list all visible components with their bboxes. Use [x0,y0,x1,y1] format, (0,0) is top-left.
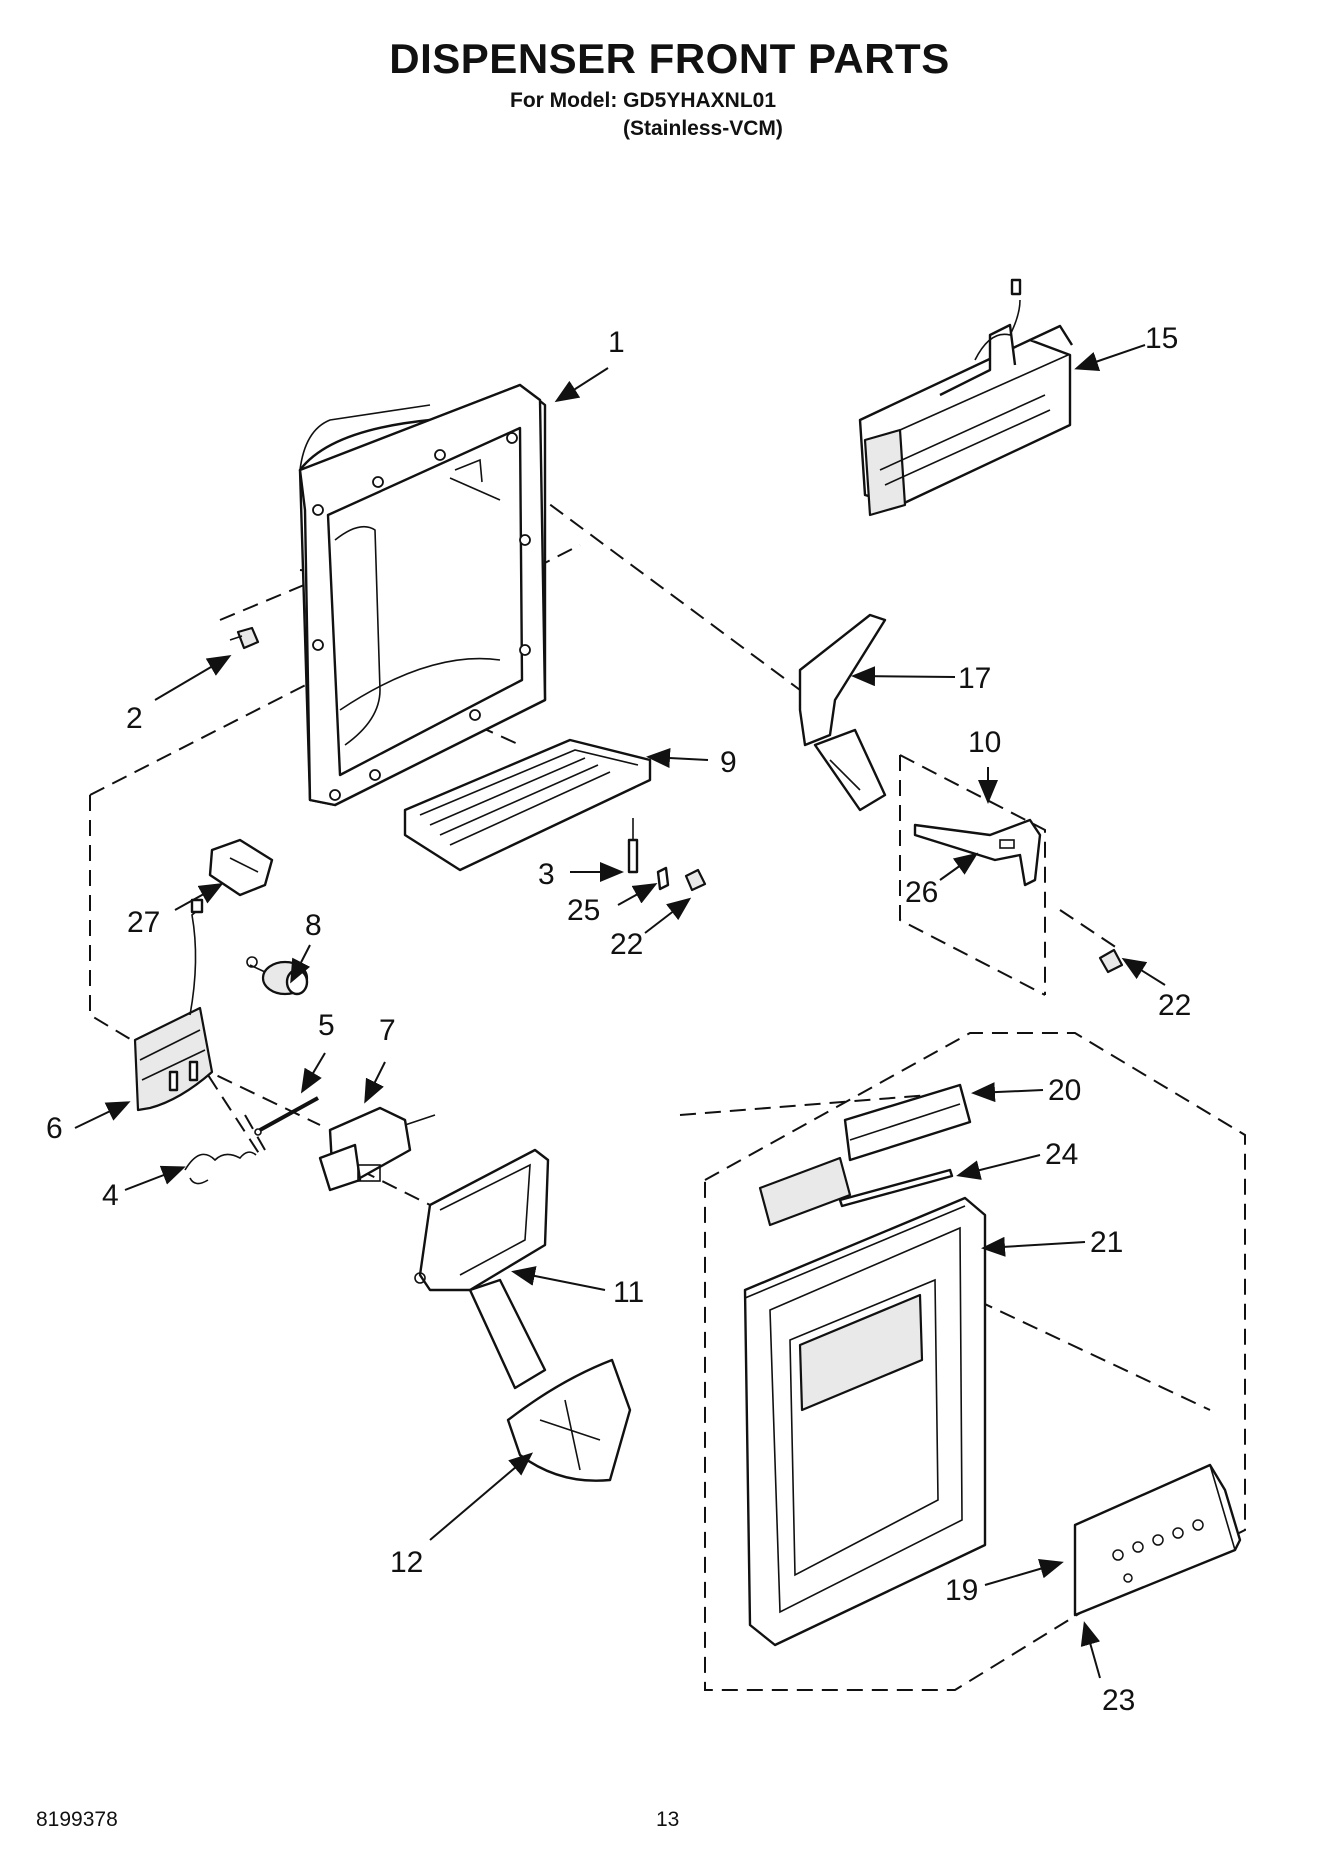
part-6-electronic-module [133,898,214,1112]
callout-11: 11 [613,1276,644,1309]
callout-21: 21 [1090,1226,1123,1259]
part-19-control-panel [1073,1463,1242,1617]
page-number: 13 [656,1808,680,1831]
callout-labels: 1 15 2 17 10 9 3 26 25 22 27 8 22 5 7 20… [46,322,1191,1717]
callout-10: 10 [968,726,1001,759]
part-11-chute-door [414,1148,550,1390]
part-24-gasket [838,1168,954,1208]
model-line: For Model: GD5YHAXNL01 [510,89,777,112]
part-26-lever-arm [913,818,1042,887]
part-8-solenoid [246,956,309,996]
callout-19: 19 [945,1574,978,1607]
callout-1: 1 [608,326,625,359]
part-17-actuator-lever [798,613,887,812]
callout-22a: 22 [610,928,643,961]
part-5-pin [254,1096,319,1136]
callout-17: 17 [958,662,991,695]
variant-line: (Stainless-VCM) [623,117,783,140]
part-9-drip-tray [403,738,652,872]
part-7-holder [318,1106,436,1192]
callout-3: 3 [538,858,555,891]
part-27-bracket [208,838,274,897]
callout-15: 15 [1145,322,1178,355]
part-1-housing [298,383,547,807]
callout-12: 12 [390,1546,423,1579]
page-title: DISPENSER FRONT PARTS [389,35,950,82]
callout-24: 24 [1045,1138,1078,1171]
callout-20: 20 [1048,1074,1081,1107]
part-4-spring [184,1151,257,1185]
part-15-control-module [858,278,1074,517]
part-22-screw-right [1098,948,1124,974]
callout-6: 6 [46,1112,63,1145]
callout-4: 4 [102,1179,119,1212]
leader-arrows [74,344,1166,1679]
callout-22b: 22 [1158,989,1191,1022]
callout-5: 5 [318,1009,335,1042]
part-25-insulator [656,866,670,891]
callout-25: 25 [567,894,600,927]
callout-7: 7 [379,1014,396,1047]
part-3-switch [627,818,639,874]
part-22-screw-center [684,868,707,892]
part-2-screw [229,626,260,650]
part-21-front-bezel [743,1196,987,1647]
part-20-display-board [758,1083,972,1227]
callout-26: 26 [905,876,938,909]
callout-9: 9 [720,746,737,779]
part-12-ice-chute [506,1358,632,1482]
callout-23: 23 [1102,1684,1135,1717]
callout-27: 27 [127,906,160,939]
callout-2: 2 [126,702,143,735]
document-number: 8199378 [36,1808,118,1831]
callout-8: 8 [305,909,322,942]
